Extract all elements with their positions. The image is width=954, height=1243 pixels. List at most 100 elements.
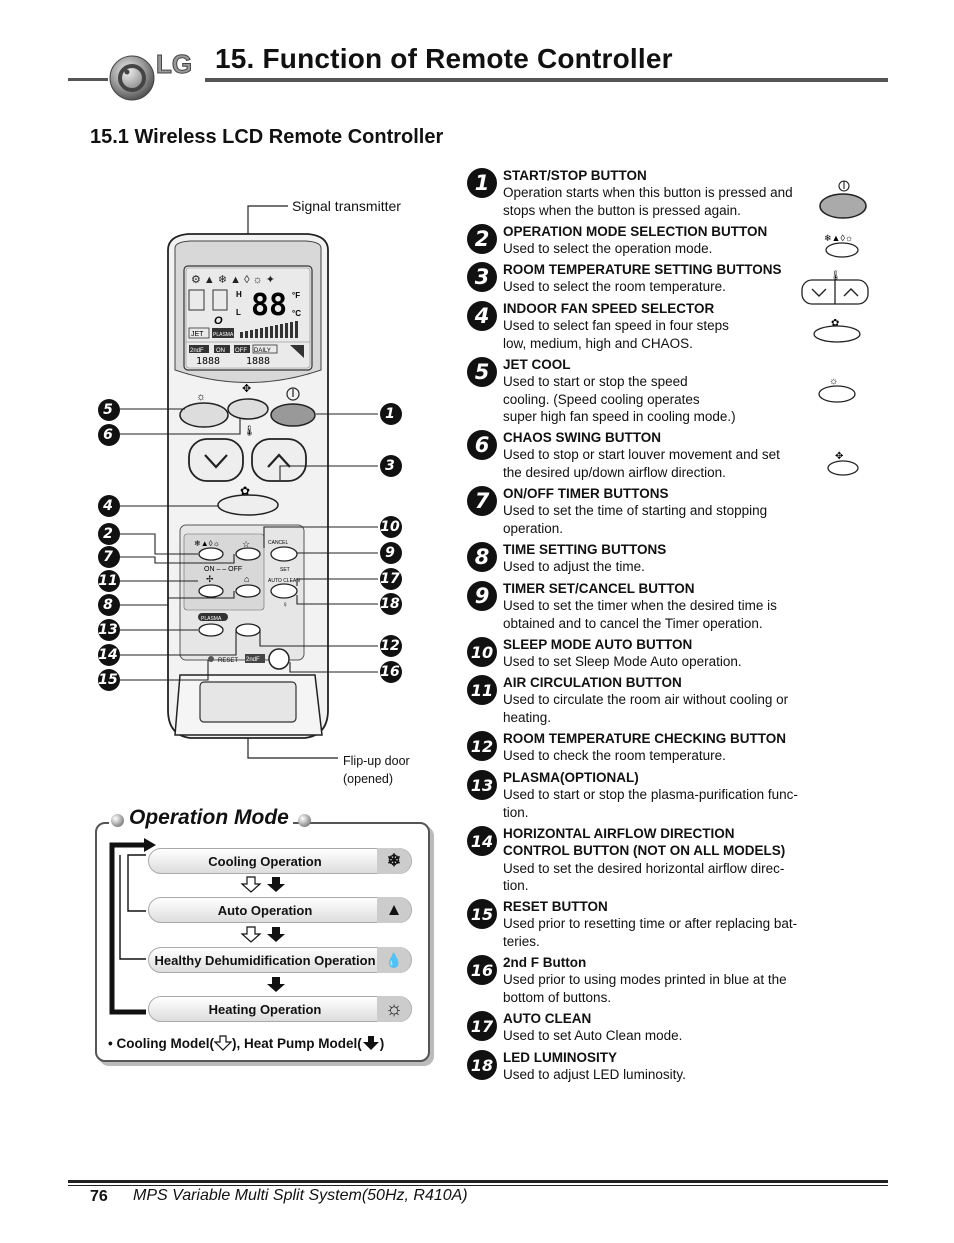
lcd-mode-icons: ⚙ ▲ ❄ ▲ ◊ ☼ ✦ [191, 274, 275, 286]
heat-pump-arrow-icon [267, 877, 285, 892]
item-number: 7 [467, 486, 497, 516]
item-number: 11 [467, 675, 497, 705]
lcd-o2: O [214, 315, 223, 327]
swing-icon: ✥ [242, 383, 251, 395]
operation-mode-legend: • Cooling Model(), Heat Pump Model() [108, 1035, 385, 1051]
signal-transmitter-label: Signal transmitter [292, 198, 401, 214]
callout-2: 2 [98, 523, 120, 545]
button-icons-column: ❄▲◊☼ 🌡 ✿ ☼ ✥ [801, 180, 869, 476]
callout-8: 8 [98, 594, 120, 616]
page-title: 15. Function of Remote Controller [215, 43, 673, 74]
item-number: 5 [467, 357, 497, 387]
item-number: 16 [467, 955, 497, 985]
lcd-l: L [236, 308, 241, 317]
lcd-plasma: PLASMA [213, 332, 234, 338]
fan-icon: ✿ [831, 318, 839, 329]
panel-auto-clean: AUTO CLEAN [268, 578, 300, 584]
mode-auto: Auto Operation▲ [148, 897, 412, 923]
lcd-time-1: 1888 [196, 356, 220, 367]
callout-7: 7 [98, 546, 120, 568]
lcd-on: ON [216, 348, 225, 354]
lg-logo-icon: LG [109, 49, 193, 101]
svg-text:❄▲◊☼: ❄▲◊☼ [194, 539, 220, 548]
item-number: 17 [467, 1011, 497, 1041]
sun-icon: ☼ [377, 996, 411, 1022]
svg-text:♀: ♀ [282, 600, 288, 609]
item-number: 3 [467, 262, 497, 292]
mode-dehumidification: Healthy Dehumidification Operation💧 [148, 947, 412, 973]
lcd-h: H [236, 290, 242, 299]
lcd-unit-f: °F [292, 291, 300, 300]
droplet-icon: 💧 [377, 947, 411, 973]
auto-mountain-icon: ▲ [377, 897, 411, 923]
header-rule-left [68, 78, 108, 81]
callout-15: 15 [98, 669, 120, 691]
remote-controller: ⚙ ▲ ❄ ▲ ◊ ☼ ✦ H L 88 °F °C O JET PLASMA … [120, 205, 378, 759]
mode-icons: ❄▲◊☼ [824, 233, 853, 243]
callout-3: 3 [380, 455, 402, 477]
panel-2ndf: 2ndF [246, 657, 260, 663]
mode-down-arrows [240, 876, 285, 992]
item-number: 8 [467, 542, 497, 572]
panel-reset: RESET [218, 658, 238, 664]
page-number: 76 [90, 1188, 108, 1205]
panel-cancel: CANCEL [268, 540, 289, 546]
callout-10: 10 [380, 516, 402, 538]
item-number: 14 [467, 826, 497, 856]
item-number: 15 [467, 899, 497, 929]
lcd-jet: JET [191, 331, 204, 338]
callout-18: 18 [380, 593, 402, 615]
callout-12: 12 [380, 635, 402, 657]
lcd-off: OFF [235, 348, 247, 354]
footer-text: MPS Variable Multi Split System(50Hz, R4… [133, 1187, 468, 1204]
lcd-2ndf: 2ndF [190, 348, 204, 354]
mode-cooling: Cooling Operation❄ [148, 848, 412, 874]
callout-5: 5 [98, 399, 120, 421]
callout-9: 9 [380, 542, 402, 564]
swing-button-icon [827, 460, 859, 476]
svg-text:✢: ✢ [206, 574, 214, 584]
item-number: 12 [467, 731, 497, 761]
item-number: 2 [467, 224, 497, 254]
item-number: 18 [467, 1050, 497, 1080]
item-number: 13 [467, 770, 497, 800]
thermometer-icon: 🌡 [243, 425, 256, 437]
fan-icon: ✿ [240, 484, 250, 498]
logo-text: LG [156, 49, 192, 79]
item-number: 10 [467, 637, 497, 667]
svg-text:☆: ☆ [242, 539, 250, 549]
swing-icon: ✥ [835, 451, 843, 462]
jet-icon: ☼ [196, 391, 206, 403]
flip-up-door-label: Flip-up door (opened) [343, 754, 410, 786]
cooling-model-arrow-icon [240, 876, 262, 893]
jet-icon: ☼ [829, 376, 838, 387]
callout-16: 16 [380, 661, 402, 683]
footer-rule-thin [68, 1185, 888, 1186]
panel-on-off: ON – – OFF [204, 566, 242, 573]
start-stop-button-icon [819, 193, 867, 219]
lcd-time-2: 1888 [246, 356, 270, 367]
svg-text:⌂: ⌂ [244, 574, 249, 584]
panel-set: SET [280, 567, 290, 573]
callout-14: 14 [98, 644, 120, 666]
footer-rule [68, 1180, 888, 1183]
mode-button-icon [825, 242, 859, 258]
callout-1: 1 [380, 403, 402, 425]
thermometer-icon: 🌡 [830, 270, 841, 280]
lcd-temperature: 88 [251, 288, 287, 323]
